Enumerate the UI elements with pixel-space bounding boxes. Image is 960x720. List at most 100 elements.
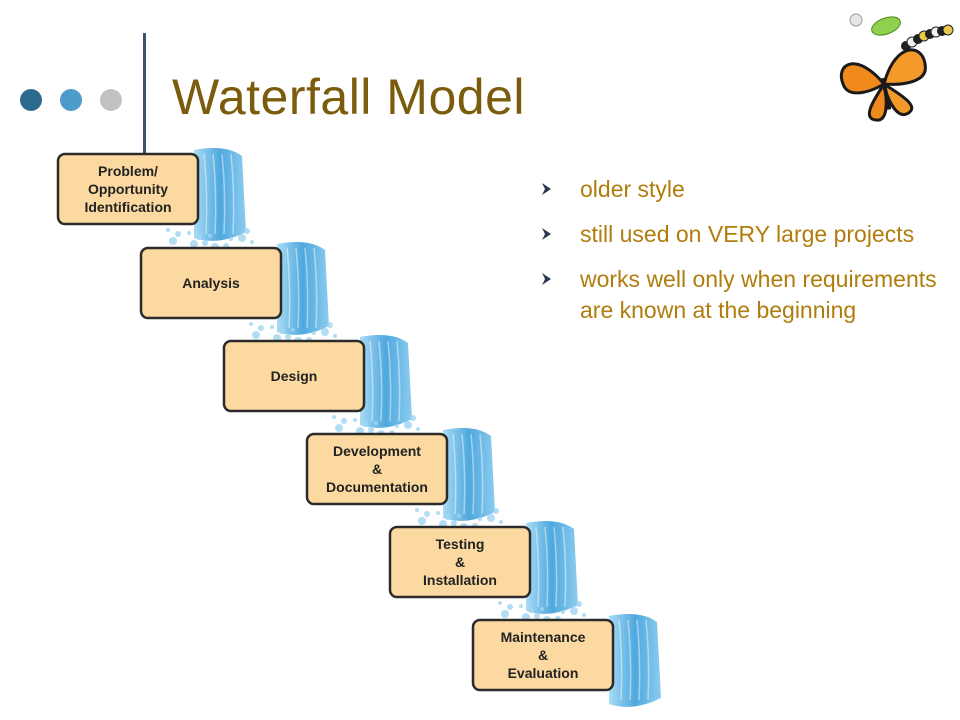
stage-box-1: Problem/ Opportunity Identification	[56, 152, 200, 226]
title-divider	[143, 33, 146, 181]
waterfall-streak	[452, 433, 457, 515]
slide-title: Waterfall Model	[172, 69, 525, 125]
water-splash	[208, 234, 212, 238]
water-splash	[424, 511, 430, 517]
stage-6-line-2: &	[538, 647, 548, 663]
waterfall-streak	[627, 619, 632, 701]
water-splash	[285, 334, 291, 340]
waterfall-sheet	[277, 242, 329, 335]
stage-4-line-2: &	[372, 461, 382, 477]
waterfall-streak	[562, 526, 567, 608]
water-splash	[451, 520, 457, 526]
water-splash	[187, 231, 191, 235]
water-splash	[238, 234, 246, 242]
waterfall-streak	[535, 526, 540, 608]
water-splash	[499, 520, 503, 524]
water-splash	[404, 421, 412, 429]
water-splash	[493, 508, 499, 514]
water-splash	[258, 325, 264, 331]
stage-box-6: Maintenance & Evaluation	[471, 618, 615, 692]
decor-dot-2	[60, 89, 82, 111]
water-splash	[570, 607, 578, 615]
waterfall-streak	[286, 247, 291, 329]
water-splash	[341, 418, 347, 424]
stage-6-line-1: Maintenance	[501, 629, 586, 645]
waterfall-streak	[212, 153, 217, 235]
stage-1-line-2: Opportunity	[88, 181, 168, 197]
waterfall-sheet	[360, 335, 412, 428]
waterfall-sheet	[443, 428, 495, 521]
bullet-item: still used on VERY large projects	[540, 219, 940, 250]
stage-4-line-3: Documentation	[326, 479, 428, 495]
water-splash	[190, 240, 198, 248]
water-splash	[362, 421, 368, 427]
water-splash	[478, 517, 482, 521]
water-splash	[196, 234, 202, 240]
waterfall-streak	[396, 340, 401, 422]
water-splash	[540, 607, 544, 611]
waterfall-streak	[553, 526, 558, 608]
water-splash	[501, 610, 509, 618]
water-splash	[279, 328, 285, 334]
waterfall-streak	[295, 247, 300, 329]
water-splash	[498, 601, 502, 605]
waterfall-streak	[618, 619, 623, 701]
waterfall-sheet	[194, 148, 246, 241]
water-splash	[321, 328, 329, 336]
water-splash	[416, 427, 420, 431]
water-splash	[229, 237, 233, 241]
bullet-item: older style	[540, 174, 940, 205]
water-splash	[457, 514, 461, 518]
water-splash	[582, 613, 586, 617]
water-splash	[333, 334, 337, 338]
waterfall-streak	[230, 153, 235, 235]
waterfall-streak	[203, 153, 208, 235]
stage-6-line-3: Evaluation	[508, 665, 579, 681]
water-splash	[202, 240, 208, 246]
water-splash	[175, 231, 181, 237]
water-splash	[244, 228, 250, 234]
bullet-item: works well only when requirements are kn…	[540, 264, 940, 326]
waterfall-streak	[645, 619, 650, 701]
decor-dot-1	[20, 89, 42, 111]
waterfall-streak	[461, 433, 466, 515]
stage-box-5: Testing & Installation	[388, 525, 532, 599]
butterfly-lifecycle-icon	[840, 13, 954, 122]
stage-1-line-3: Identification	[84, 199, 171, 215]
water-splash	[576, 601, 582, 607]
water-splash	[252, 331, 260, 339]
water-splash	[528, 607, 534, 613]
water-splash	[410, 415, 416, 421]
decor-dot-3	[100, 89, 122, 111]
water-splash	[249, 322, 253, 326]
arrow-bullet-icon	[542, 228, 551, 240]
waterfall-streak	[544, 526, 549, 608]
waterfall-streak	[369, 340, 374, 422]
bullet-text-1: older style	[580, 176, 685, 202]
stage-box-2: Analysis	[139, 246, 283, 320]
water-splash	[561, 610, 565, 614]
stage-5-line-1: Testing	[436, 536, 485, 552]
water-splash	[368, 427, 374, 433]
waterfall-sheet	[526, 521, 578, 614]
stage-1-line-1: Problem/	[98, 163, 158, 179]
water-splash	[395, 424, 399, 428]
water-splash	[445, 514, 451, 520]
water-splash	[353, 418, 357, 422]
water-splash	[534, 613, 540, 619]
stage-3-line-1: Design	[271, 368, 318, 384]
waterfall-streak	[387, 340, 392, 422]
water-splash	[291, 328, 295, 332]
water-splash	[335, 424, 343, 432]
stage-5-line-3: Installation	[423, 572, 497, 588]
water-splash	[436, 511, 440, 515]
waterfall-streak	[479, 433, 484, 515]
stage-box-3: Design	[222, 339, 366, 413]
bullet-text-3: works well only when requirements are kn…	[580, 266, 937, 323]
water-splash	[507, 604, 513, 610]
water-splash	[250, 240, 254, 244]
water-splash	[415, 508, 419, 512]
stage-box-4: Development & Documentation	[305, 432, 449, 506]
water-splash	[270, 325, 274, 329]
